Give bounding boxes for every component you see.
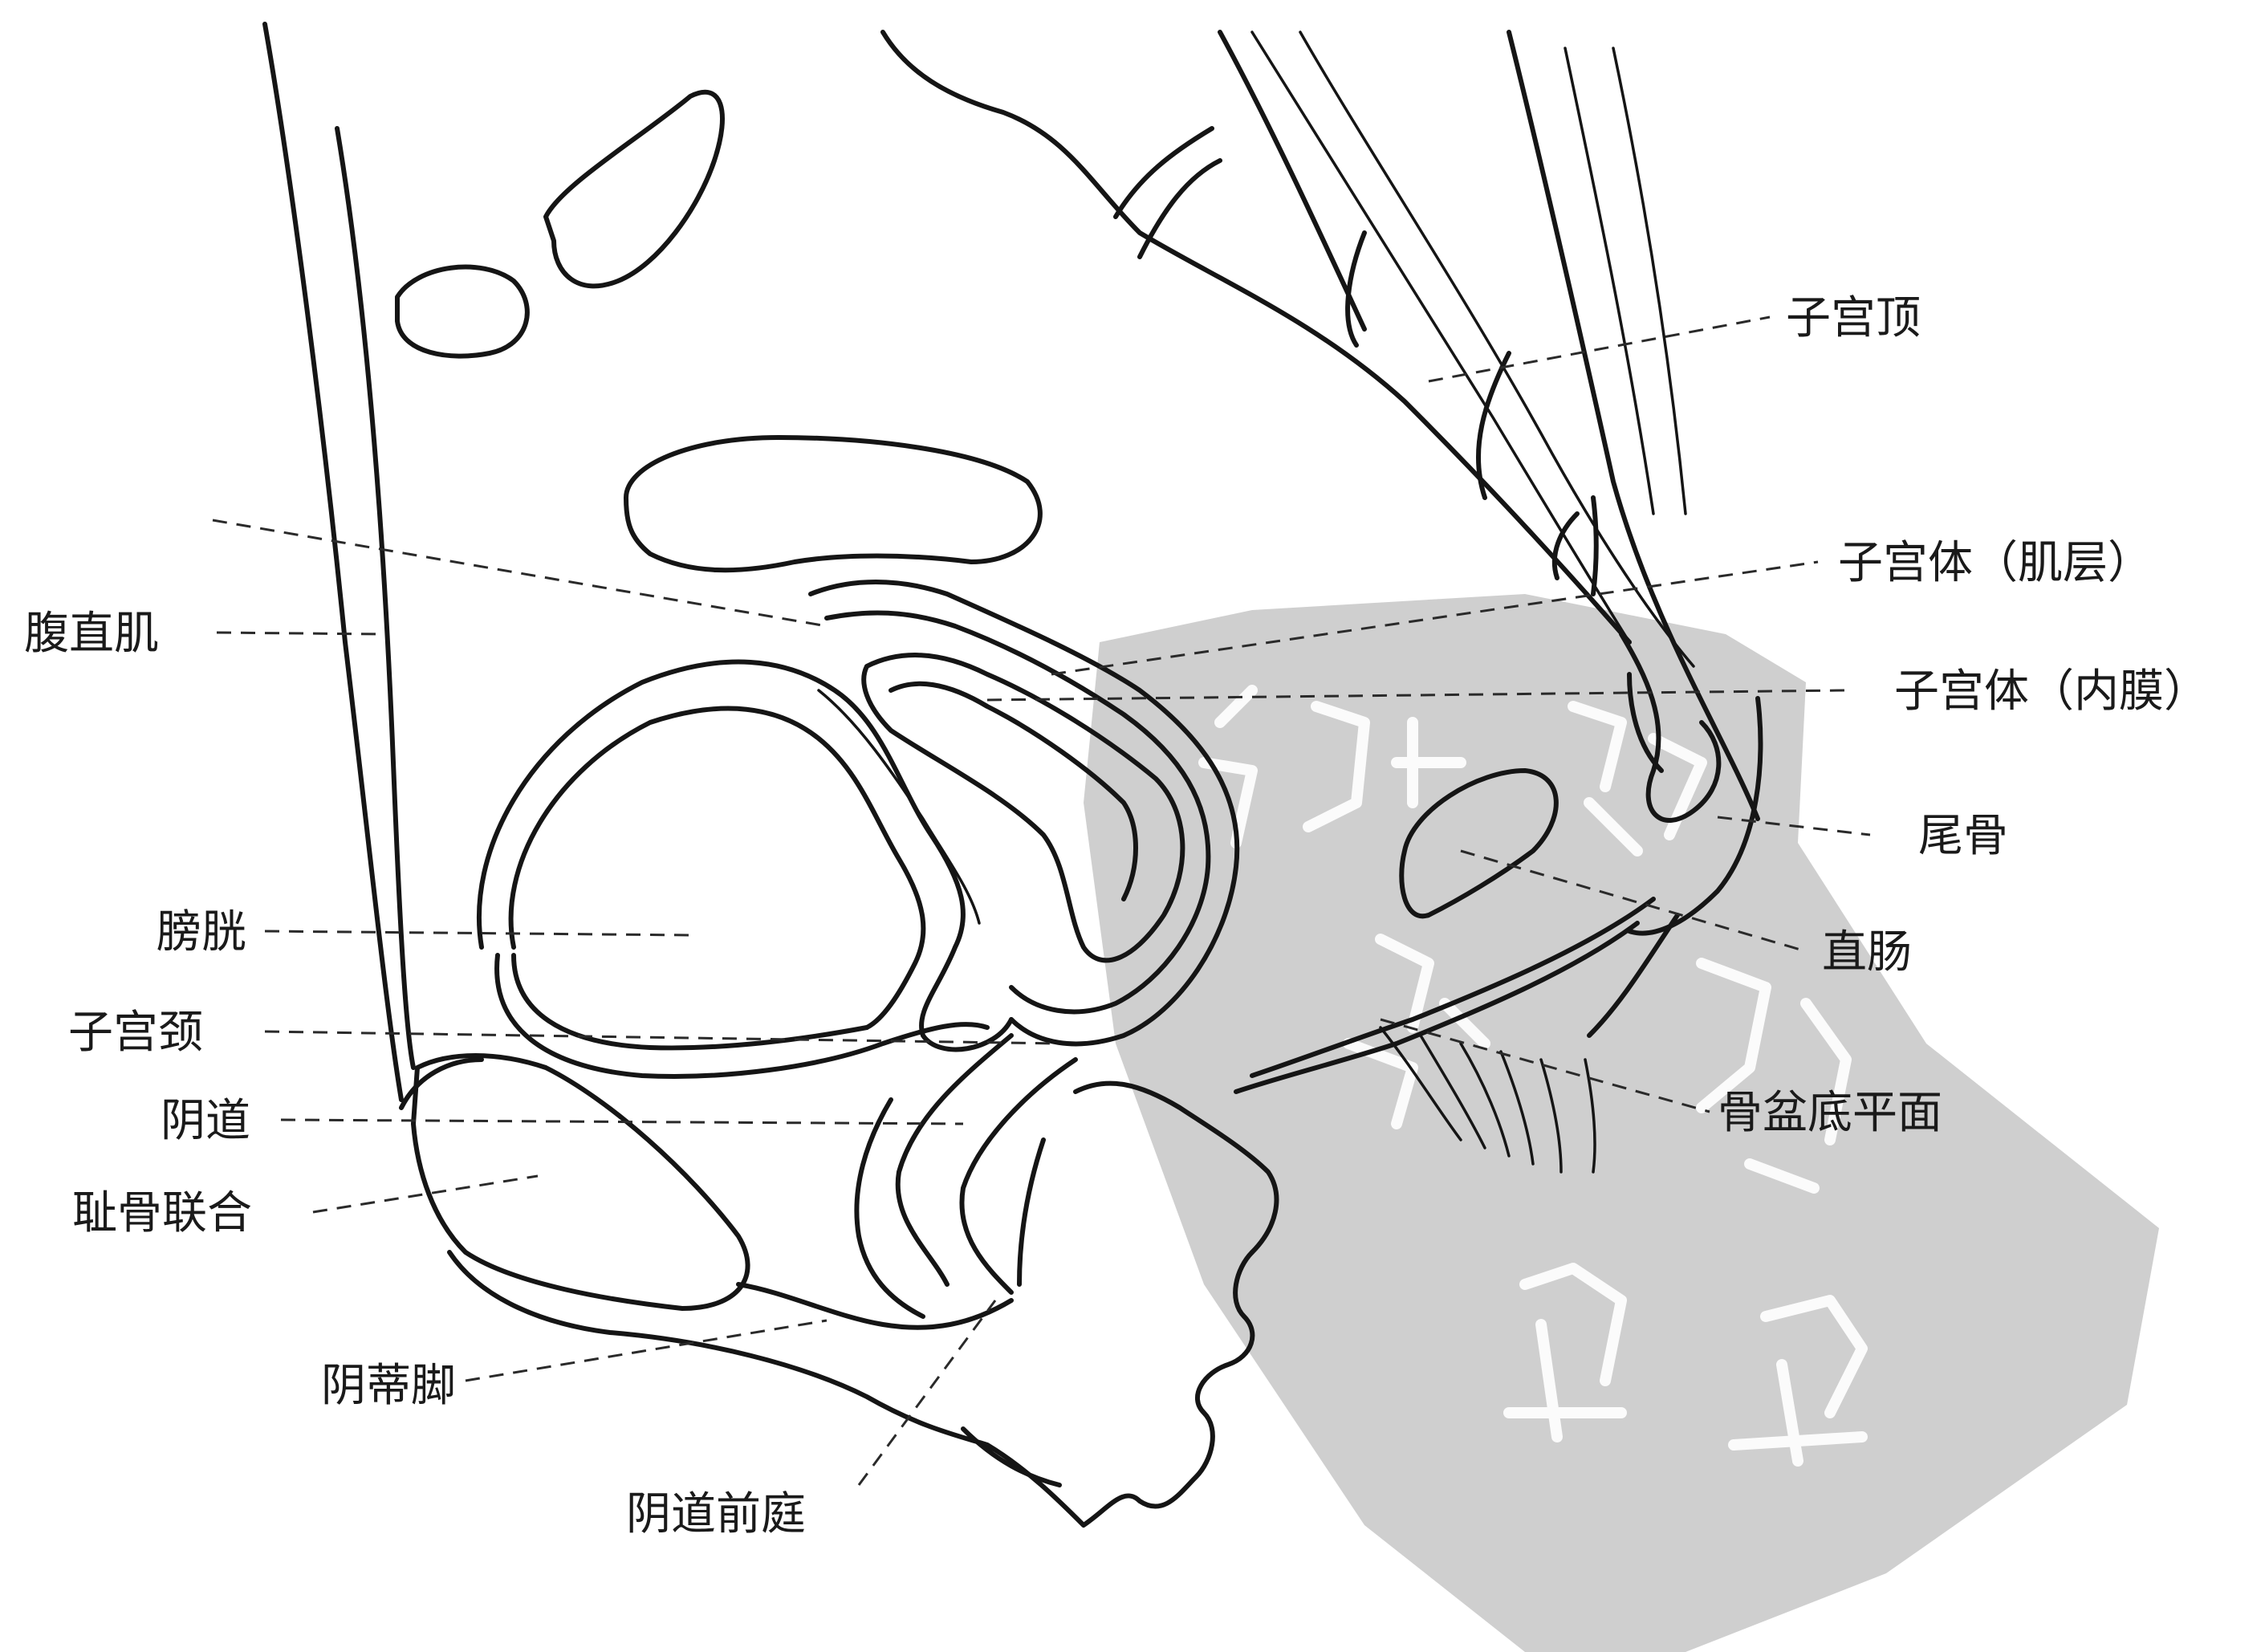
bladder-outline — [479, 662, 1011, 1076]
label-vestibule: 阴道前庭 — [626, 1488, 806, 1540]
watermark-stamp — [1084, 594, 2159, 1652]
label-coccyx: 尾骨 — [1918, 810, 2008, 862]
label-vagina: 阴道 — [161, 1095, 250, 1147]
external-genitalia-outline — [449, 1084, 1276, 1525]
label-uterus-body-endometrium: 子宫体（内膜） — [1894, 665, 2209, 718]
intestine-loops — [397, 92, 1040, 570]
vagina-outline — [856, 1036, 1076, 1316]
label-uterus-body-muscle: 子宫体（肌层） — [1838, 537, 2153, 589]
label-pelvic-floor: 骨盆底平面 — [1718, 1087, 1942, 1139]
pubic-symphysis-outline — [401, 1056, 748, 1308]
label-bladder: 膀胱 — [157, 906, 246, 958]
label-rectum: 直肠 — [1822, 926, 1912, 979]
label-cervix: 子宫颈 — [68, 1007, 203, 1059]
label-pubic-symphysis: 耻骨联合 — [72, 1187, 252, 1239]
rectus-abdominis-outline — [265, 24, 413, 1100]
label-clitoral-crus: 阴蒂脚 — [321, 1360, 456, 1412]
label-fundus: 子宫顶 — [1786, 292, 1921, 344]
label-rectus-abdominis: 腹直肌 — [24, 608, 159, 660]
